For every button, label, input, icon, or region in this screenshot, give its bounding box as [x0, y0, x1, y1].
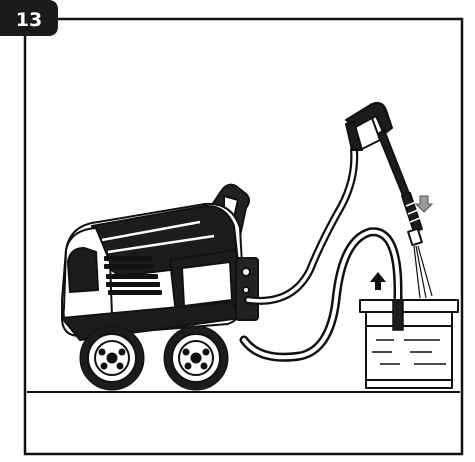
- wheel-front: [80, 326, 144, 390]
- water-tank: [360, 300, 458, 388]
- arrow-up-icon: [370, 272, 386, 290]
- arrow-down-icon: [416, 196, 432, 212]
- step-number: 13: [16, 9, 42, 31]
- spray-lance: [378, 130, 432, 298]
- step-badge: 13: [0, 0, 58, 36]
- suction-hose-end: [393, 300, 403, 330]
- wheel-rear: [164, 326, 228, 390]
- pressure-washer: [62, 185, 258, 340]
